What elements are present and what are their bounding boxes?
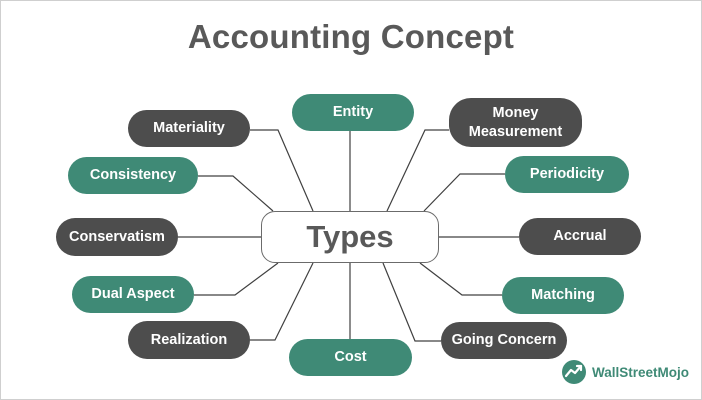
connector-realization: [250, 262, 314, 341]
connector-dual-aspect: [194, 262, 279, 296]
diagram-title: Accounting Concept: [187, 18, 515, 55]
node-dual-aspect: Dual Aspect: [72, 276, 194, 313]
node-periodicity: Periodicity: [505, 156, 629, 193]
node-materiality: Materiality: [128, 110, 250, 147]
node-going-concern: Going Concern: [441, 322, 567, 359]
node-money-measurement: Money Measurement: [449, 98, 582, 147]
center-node-types: Types: [261, 211, 439, 263]
node-realization: Realization: [128, 321, 250, 359]
connector-matching: [419, 262, 502, 296]
connector-money-measurement: [386, 129, 449, 212]
node-cost: Cost: [289, 339, 412, 376]
node-entity: Entity: [292, 94, 414, 131]
node-conservatism: Conservatism: [56, 218, 178, 256]
wallstreetmojo-logo-icon: [562, 360, 586, 384]
brand-logo: WallStreetMojo: [561, 359, 689, 385]
node-matching: Matching: [502, 277, 624, 314]
node-consistency: Consistency: [68, 157, 198, 194]
connector-consistency: [198, 175, 274, 212]
connector-going-concern: [382, 262, 441, 342]
brand-name: WallStreetMojo: [592, 364, 690, 380]
connector-materiality: [250, 129, 314, 212]
connector-periodicity: [423, 173, 505, 212]
node-accrual: Accrual: [519, 218, 641, 255]
